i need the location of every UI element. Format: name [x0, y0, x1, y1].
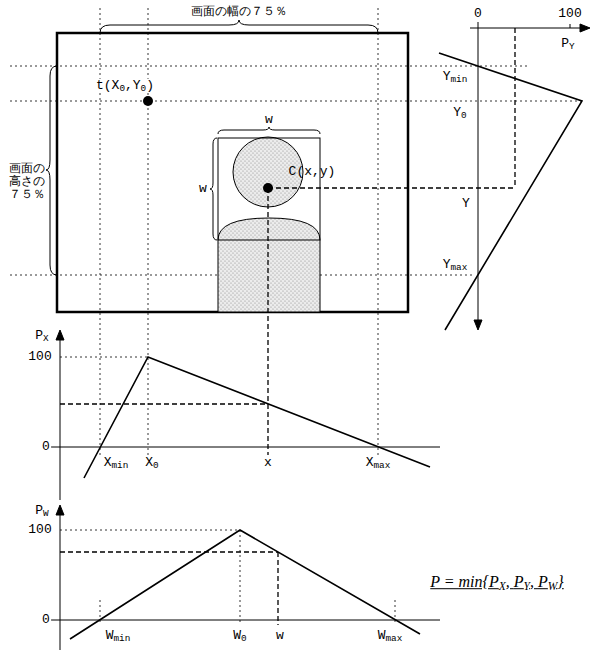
- pw-graph: [50, 505, 440, 650]
- w-brace: [210, 138, 217, 240]
- screen-frame: [57, 33, 408, 312]
- axis-label: PY: [560, 37, 575, 51]
- dimension-label: w: [264, 113, 274, 127]
- width-note: 画面の幅の７５％: [190, 5, 288, 18]
- face-box: [218, 138, 320, 240]
- axis-label: PX: [34, 329, 49, 343]
- width-brace: [100, 20, 378, 33]
- px-graph: [50, 330, 440, 500]
- formula: P = min{PX, PY, PW}: [429, 573, 564, 591]
- axis-label: W0: [232, 629, 247, 643]
- axis-label: Wmin: [105, 629, 132, 643]
- dimension-label: w: [198, 182, 208, 196]
- point-label: t(X0,Y0): [95, 79, 155, 93]
- axis-label: X0: [144, 456, 159, 470]
- tick-label: 0: [41, 440, 51, 454]
- axis-label: Wmax: [377, 629, 404, 643]
- guide-lines: [10, 8, 582, 622]
- tick-label: 100: [557, 7, 582, 21]
- tick-label: 0: [473, 7, 483, 21]
- axis-label: PW: [34, 504, 49, 518]
- tick-label: 0: [41, 613, 51, 627]
- axis-label: Xmax: [365, 456, 392, 470]
- axis-label: w: [275, 629, 285, 643]
- axis-label: x: [263, 456, 273, 470]
- w-brace: [218, 127, 320, 134]
- height-brace: [46, 66, 57, 275]
- person-body: [218, 218, 320, 312]
- py-graph: [439, 22, 590, 330]
- axis-label: Xmin: [103, 456, 130, 470]
- tick-label: 100: [27, 523, 52, 537]
- axis-label: Y0: [452, 106, 467, 120]
- axis-label: Ymin: [442, 70, 469, 84]
- axis-label: Ymax: [442, 258, 469, 272]
- tick-label: 100: [27, 350, 52, 364]
- target-dot: [143, 96, 153, 106]
- height-note: 画面の高さの７５％: [8, 162, 46, 202]
- point-label: C(x,y): [288, 165, 337, 179]
- axis-label: Y: [461, 197, 471, 211]
